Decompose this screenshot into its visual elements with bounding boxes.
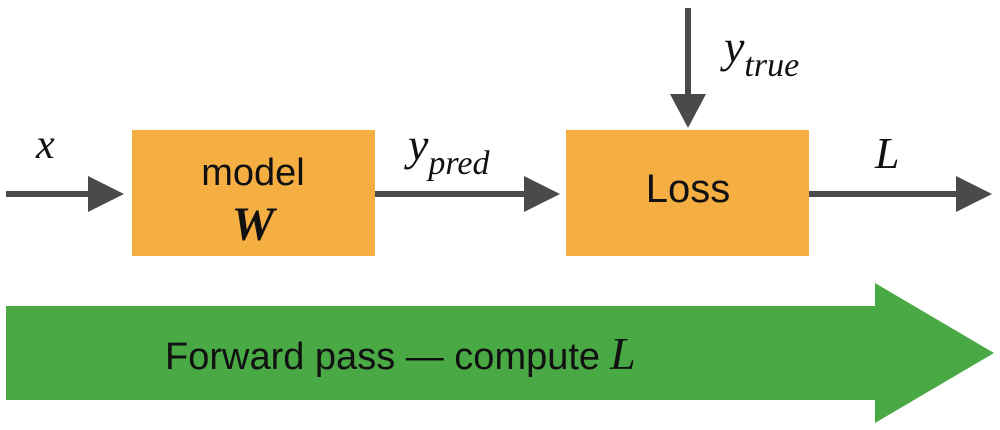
prediction-label-sub: pred — [426, 145, 490, 182]
prediction-arrow — [375, 176, 560, 212]
model-box-label: model — [201, 152, 305, 194]
model-weights-label: W — [232, 198, 278, 251]
prediction-label: ypred — [404, 119, 490, 182]
output-arrow — [809, 176, 992, 212]
ground-truth-label-sub: true — [744, 47, 799, 84]
loss-box-label: Loss — [646, 167, 731, 211]
loss-box — [566, 130, 809, 256]
ground-truth-arrow — [670, 8, 706, 128]
model-box — [132, 130, 375, 256]
forward-pass-banner — [6, 283, 994, 423]
forward-pass-banner-math: L — [609, 328, 636, 379]
output-label: L — [874, 129, 899, 178]
input-label: x — [35, 122, 55, 168]
ground-truth-label-base: y — [720, 21, 745, 72]
forward-pass-banner-text: Forward pass — compute — [165, 336, 600, 378]
prediction-label-base: y — [404, 119, 429, 170]
ground-truth-label: ytrue — [720, 21, 799, 84]
input-arrow — [6, 176, 124, 212]
